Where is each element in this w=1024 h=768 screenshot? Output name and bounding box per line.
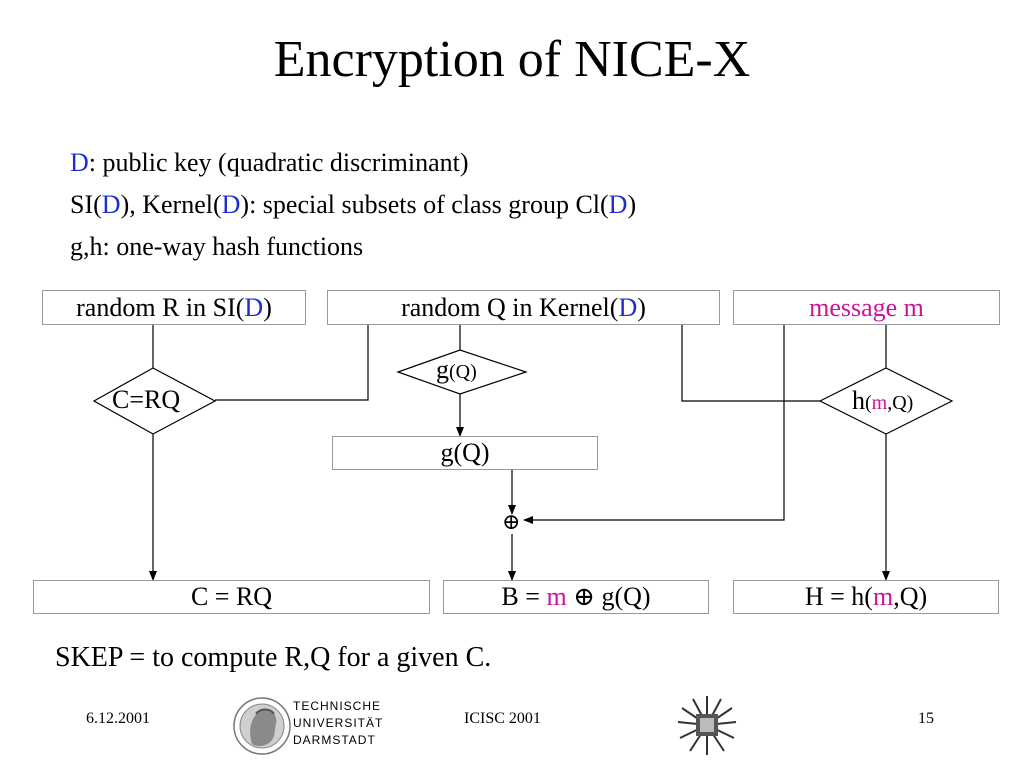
h-output-box: H = h(m,Q) xyxy=(733,580,999,614)
definition-public-key: D: public key (quadratic discriminant) xyxy=(70,148,469,177)
footer-conference: ICISC 2001 xyxy=(464,710,541,727)
connector-m-to-xor xyxy=(523,325,785,524)
diamond-c-rq xyxy=(92,367,217,435)
xor-operator: ⊕ xyxy=(502,509,521,534)
footer-page-number: 15 xyxy=(918,710,934,727)
diamond-g xyxy=(396,349,528,395)
connector-q-to-crq xyxy=(215,325,369,401)
message-box: message m xyxy=(733,290,1000,325)
random-r-box: random R in SI(D) xyxy=(42,290,306,325)
symbol-d: D xyxy=(608,190,628,219)
crest-logo-icon xyxy=(677,696,737,755)
tu-darmstadt-logo-icon xyxy=(233,697,291,755)
symbol-m: m xyxy=(872,582,894,611)
footer-date: 6.12.2001 xyxy=(86,710,150,727)
definition-subsets: SI(D), Kernel(D): special subsets of cla… xyxy=(70,190,637,219)
university-name: TECHNISCHE UNIVERSITÄT DARMSTADT xyxy=(293,699,384,747)
skep-statement: SKEP = to compute R,Q for a given C. xyxy=(55,642,492,673)
definition-hash-functions: g,h: one-way hash functions xyxy=(70,232,364,261)
diamond-g-label: g(Q) xyxy=(436,355,477,384)
connector-q-to-h xyxy=(681,325,820,402)
symbol-d: D xyxy=(221,190,241,219)
symbol-m: m xyxy=(546,582,567,611)
slide-title: Encryption of NICE-X xyxy=(273,31,751,88)
gq-box: g(Q) xyxy=(332,436,598,470)
symbol-d: D xyxy=(244,293,264,322)
diamond-h xyxy=(818,367,954,435)
diamond-c-rq-label: C=RQ xyxy=(112,385,181,414)
definitions: D: public key (quadratic discriminant) S… xyxy=(70,142,636,268)
b-output-box: B = m ⊕ g(Q) xyxy=(443,580,709,614)
random-q-box: random Q in Kernel(D) xyxy=(327,290,720,325)
symbol-m: m xyxy=(871,392,888,414)
c-output-box: C = RQ xyxy=(33,580,430,614)
symbol-d: D xyxy=(101,190,121,219)
symbol-d: D xyxy=(70,148,89,177)
symbol-d: D xyxy=(618,293,638,322)
diamond-h-label: h(m,Q) xyxy=(852,386,914,415)
